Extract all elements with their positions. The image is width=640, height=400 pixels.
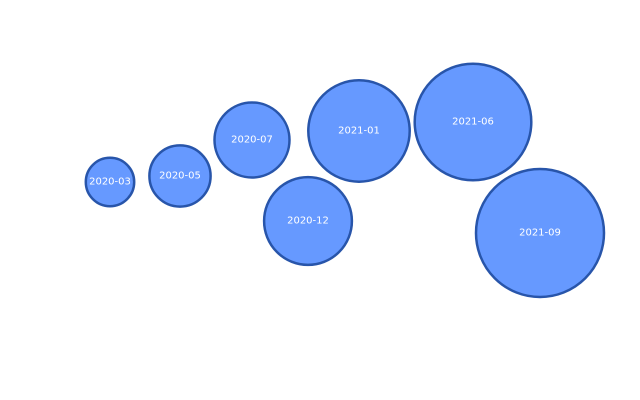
bubble-circle: [148, 144, 212, 208]
bubble-label: 2021-06: [452, 117, 494, 128]
bubbles-layer: 2020-03 2020-05 2020-07 2020-12 2021-01 2021-…: [84, 62, 606, 299]
bubble-circle: [474, 167, 606, 299]
bubble-label: 2021-09: [519, 228, 561, 239]
bubble-label: 2020-05: [159, 171, 201, 182]
bubble-circle: [262, 175, 354, 267]
bubble-label: 2021-01: [338, 126, 380, 137]
bubble-2020-07: 2020-07: [213, 101, 291, 179]
bubble-label: 2020-03: [89, 177, 131, 188]
bubble-label: 2020-12: [287, 216, 329, 227]
bubble-circle: [307, 79, 411, 183]
bubble-2021-01: 2021-01: [307, 79, 411, 183]
bubble-label: 2020-07: [231, 135, 273, 146]
bubble-circle: [84, 156, 136, 208]
bubble-2020-03: 2020-03: [84, 156, 136, 208]
bubble-2021-09: 2021-09: [474, 167, 606, 299]
bubble-2021-06: 2021-06: [413, 62, 533, 182]
bubble-2020-12: 2020-12: [262, 175, 354, 267]
bubble-2020-05: 2020-05: [148, 144, 212, 208]
bubble-circle: [413, 62, 533, 182]
bubble-circle: [213, 101, 291, 179]
